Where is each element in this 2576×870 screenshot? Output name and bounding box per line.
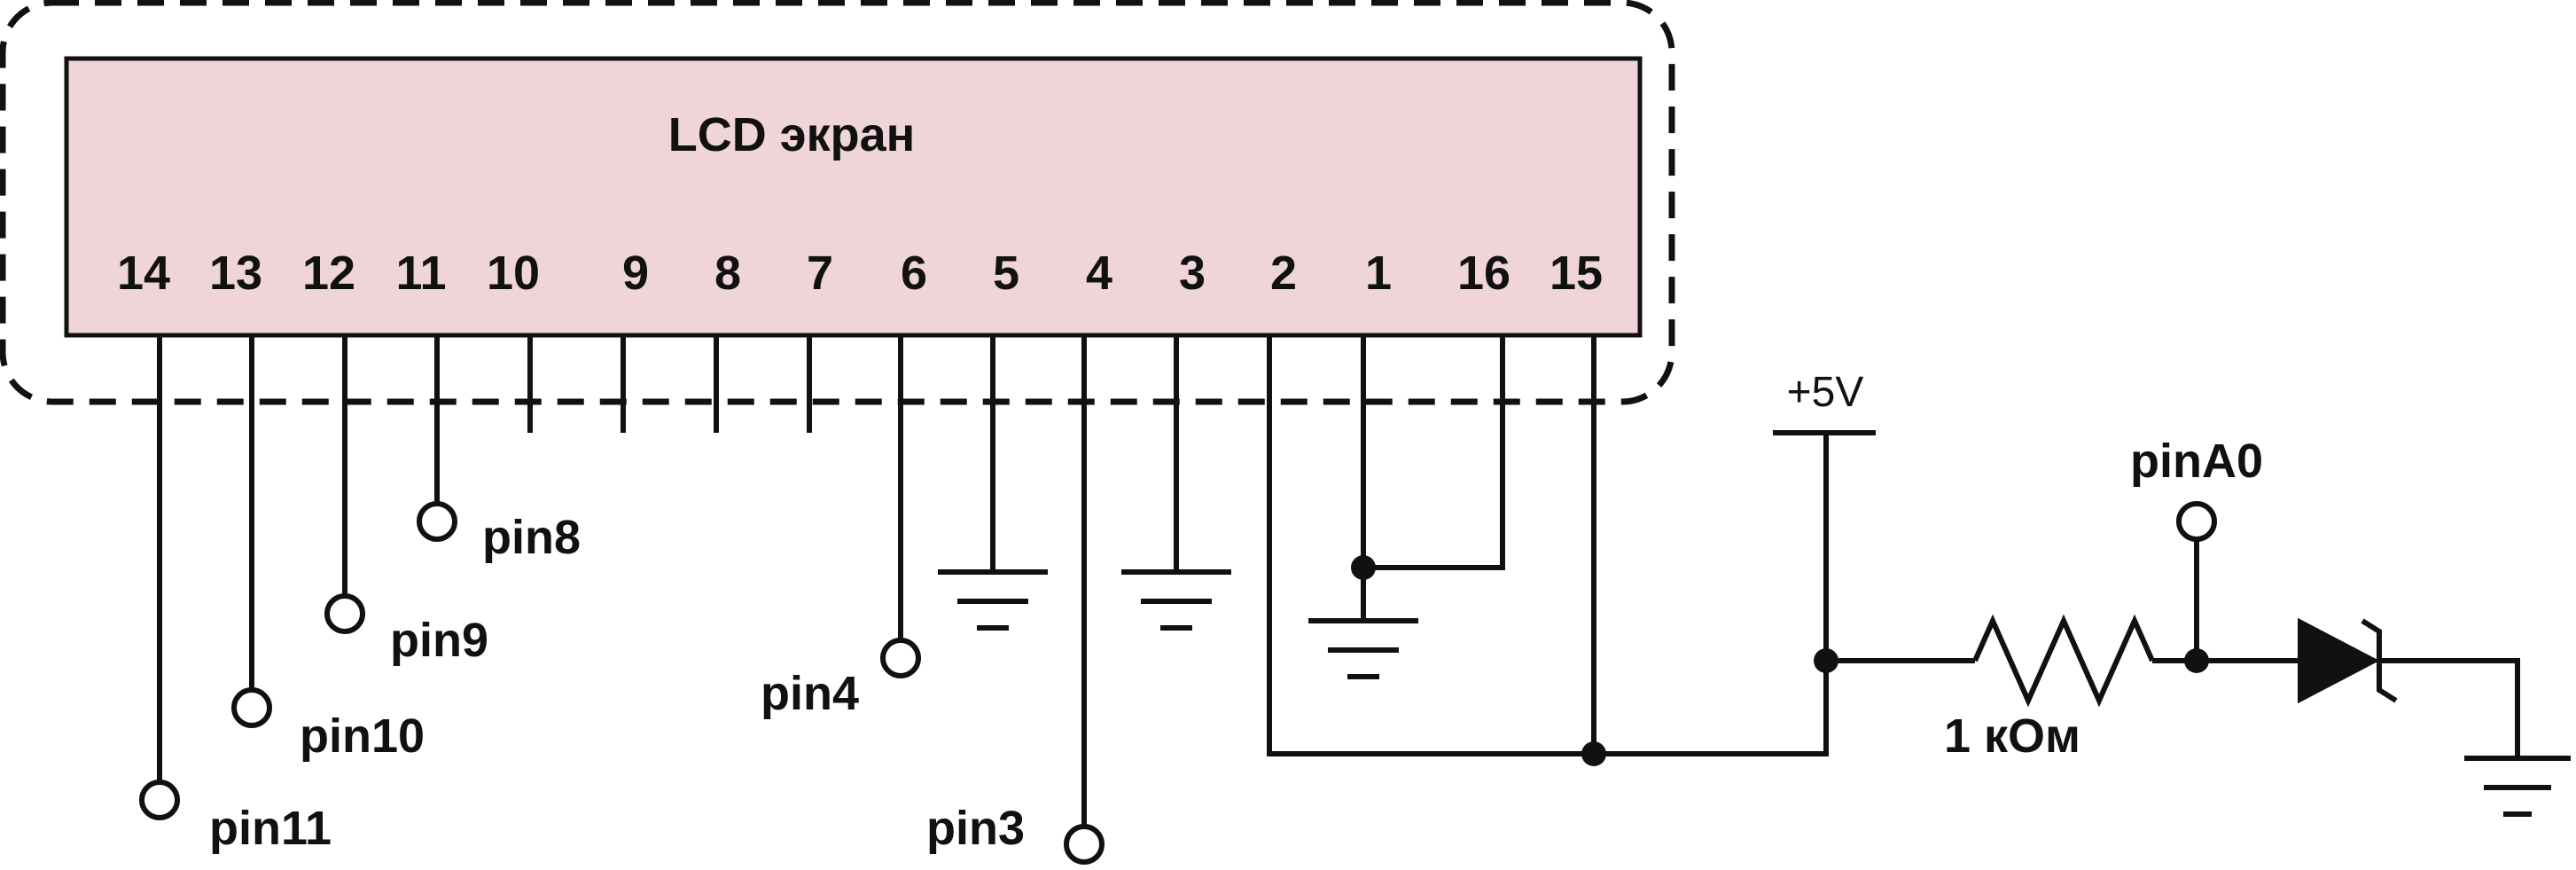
pin-number-7: 7 (807, 247, 833, 300)
pin-number-4: 4 (1086, 247, 1112, 300)
ground-symbol-pin5 (938, 569, 1048, 631)
pin4-label: pin4 (761, 667, 859, 720)
ground-symbol-zener (2464, 756, 2571, 817)
resistor-symbol (1972, 614, 2155, 708)
pin-number-13: 13 (209, 247, 262, 300)
pin-number-9: 9 (622, 247, 649, 300)
lcd-body (64, 56, 1643, 338)
lcd-title: LCD экран (668, 108, 915, 161)
pin11-label: pin11 (209, 802, 332, 855)
terminal-pinA0 (2176, 501, 2217, 542)
pin-number-2: 2 (1270, 247, 1297, 300)
pin-number-3: 3 (1179, 247, 1206, 300)
pin-number-1: 1 (1365, 247, 1392, 300)
pin-number-12: 12 (302, 247, 355, 300)
pinA0-label: pinA0 (2130, 435, 2263, 488)
terminal-pin3 (1064, 824, 1105, 865)
pin-number-11: 11 (395, 247, 446, 300)
pin2-wire (1267, 335, 1829, 756)
pin-number-14: 14 (117, 247, 170, 300)
pin-number-16: 16 (1457, 247, 1510, 300)
ground-symbol-pin1 (1308, 618, 1418, 679)
terminal-pin10 (231, 687, 272, 728)
zener-diode-icon (2298, 617, 2380, 704)
ground-symbol-pin3 (1121, 569, 1231, 631)
resistor-label: 1 кОм (1944, 709, 2080, 763)
terminal-pin4 (880, 638, 921, 678)
pin-number-15: 15 (1550, 247, 1603, 300)
pin-number-6: 6 (901, 247, 927, 300)
pin9-label: pin9 (390, 614, 488, 667)
diode-to-ground-wire (2379, 658, 2520, 758)
pin16-wire (1363, 335, 1505, 570)
pin-number-5: 5 (993, 247, 1019, 300)
terminal-pin9 (324, 593, 365, 634)
pin3-label: pin3 (926, 802, 1025, 855)
vcc-label: +5V (1787, 369, 1864, 416)
junction-dot (1351, 555, 1376, 580)
pin-number-8: 8 (714, 247, 741, 300)
terminal-pin11 (139, 780, 180, 820)
terminal-pin8 (417, 501, 457, 542)
module-outline (0, 0, 1675, 405)
pin-number-10: 10 (487, 247, 540, 300)
junction-dot (1581, 741, 1606, 766)
pin8-label: pin8 (482, 511, 581, 564)
pin10-label: pin10 (300, 709, 425, 763)
